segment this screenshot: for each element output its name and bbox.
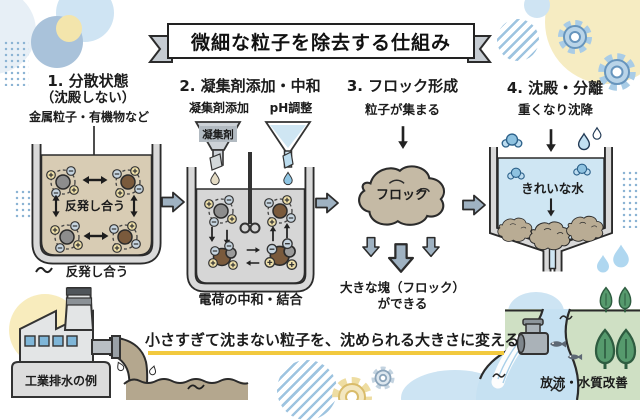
step-arrow-3-4	[462, 194, 486, 216]
step1-caption: 反発し合う	[65, 264, 129, 279]
message-underline	[148, 351, 504, 355]
gear-icon	[371, 366, 395, 390]
step2-caption: 電荷の中和・結合	[198, 293, 303, 308]
tree-icon	[599, 286, 613, 314]
clean-water-label: きれいな水	[521, 181, 584, 196]
factory-caption: 工業排水の例	[24, 374, 97, 388]
river-scene	[401, 286, 640, 400]
step1-top-label: 金属粒子・有機物など	[28, 110, 149, 124]
water-molecule-icon	[501, 133, 523, 148]
funnel-coagulant-label: 凝集剤	[199, 126, 237, 142]
river-caption: 放流・水質改善	[540, 375, 628, 390]
deco-dot-grid-right	[621, 170, 640, 228]
step1-tank	[31, 126, 162, 274]
step-arrow-1-2	[161, 191, 185, 213]
step2-heading: 2. 凝集剤添加・中和	[179, 77, 321, 95]
page-title: 微細な粒子を除去する仕組み	[190, 31, 451, 54]
step3-caption-line1: 大きな塊（フロック）	[339, 280, 465, 295]
deco-dot-grid-left-top	[3, 40, 29, 86]
step4-top-label: 重くなり沈降	[517, 102, 593, 117]
title-banner: 微細な粒子を除去する仕組み	[167, 23, 475, 59]
floc-label: フロック	[375, 188, 428, 203]
deco-striped-circle-top-right	[497, 19, 539, 61]
tree-icon	[618, 286, 632, 314]
step3-caption-line2: ができる	[377, 296, 428, 311]
step3-top-label: 粒子が集まる	[364, 102, 440, 117]
step1-heading: 1. 分散状態	[47, 72, 129, 90]
step2-label-ph: pH調整	[269, 101, 313, 115]
step2-label-coagulant: 凝集剤添加	[188, 101, 249, 115]
squiggle-icon	[35, 266, 53, 274]
factory-icon	[9, 287, 158, 400]
step3-heading: 3. フロック形成	[346, 77, 459, 95]
diagram-artwork	[9, 20, 640, 400]
gear-icon	[598, 53, 636, 91]
step1-tank-text: 反発し合う	[64, 199, 125, 213]
faucet-icon	[516, 318, 549, 355]
step2-tank	[186, 152, 315, 293]
deco-dot-grid-left-mid	[14, 189, 36, 219]
deco-circle-small-blue-top-right	[524, 0, 550, 18]
step4-heading: 4. 沈殿・分離	[506, 79, 604, 97]
deco-circle-yellow-overlap	[56, 15, 82, 42]
step-arrow-2-3	[315, 192, 339, 214]
gear-icon	[558, 20, 592, 54]
step1-subheading: （沈殿しない）	[40, 90, 136, 106]
gear-icon	[332, 377, 372, 400]
wastewater-stream	[123, 378, 249, 400]
main-message: 小さすぎて沈まない粒子を、沈められる大きさに変える	[145, 331, 520, 349]
step4-tank	[489, 127, 629, 273]
